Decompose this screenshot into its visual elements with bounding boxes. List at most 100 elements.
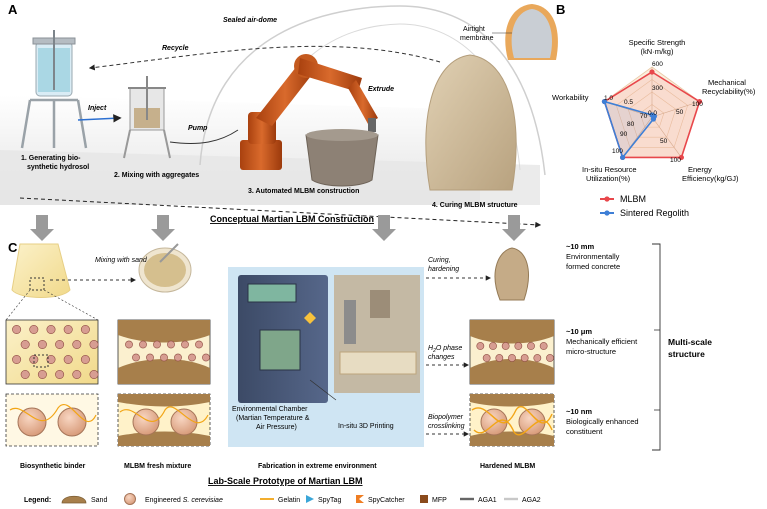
scale-nm-desc-2: constituent bbox=[566, 427, 603, 436]
mixture-cell-6 bbox=[195, 340, 203, 349]
legend-yeast-icon bbox=[124, 493, 136, 505]
robot-arm bbox=[240, 54, 378, 170]
binder-cell-2 bbox=[29, 324, 39, 334]
airtight-membrane-inner bbox=[511, 9, 552, 58]
chamber-label-3: Air Pressure) bbox=[256, 424, 297, 431]
axis-energy-name-2: Efficiency(kg/GJ) bbox=[682, 174, 739, 183]
binder-cell-3 bbox=[46, 324, 56, 334]
panel-b: B Specific Strength (kN·m/kg) Mechanical… bbox=[552, 2, 756, 218]
binder-cell-19 bbox=[72, 369, 82, 379]
extrude-label: Extrude bbox=[368, 86, 394, 93]
binder-tube bbox=[11, 243, 71, 298]
legend-sand-label: Sand bbox=[91, 497, 107, 504]
tick-energy-50: 50 bbox=[660, 138, 668, 145]
h2o-label-1: H2O phase bbox=[428, 345, 462, 354]
hardened-cell-7 bbox=[482, 354, 491, 362]
step-1-label-line1: 1. Generating bio- bbox=[21, 155, 81, 162]
hardened-cell-3 bbox=[501, 342, 510, 350]
scale-nm-desc-1: Biologically enhanced bbox=[566, 417, 639, 426]
panel-b-label: B bbox=[556, 2, 565, 17]
legend-mlbm-label: MLBM bbox=[620, 194, 646, 204]
radar-series-sintered-regolith-point-5 bbox=[601, 98, 608, 105]
legend-regolith-marker bbox=[604, 210, 610, 216]
airtight-label-1: Airtight bbox=[463, 26, 485, 33]
tick-isru-70: 70 bbox=[640, 113, 648, 120]
biopolymer-label-2: crosslinking bbox=[428, 423, 465, 430]
ground-floor bbox=[0, 150, 540, 205]
legend-sand-icon bbox=[61, 495, 87, 504]
panel-a-label: A bbox=[8, 2, 18, 17]
timeline-arrow bbox=[19, 197, 542, 228]
mixer bbox=[123, 76, 171, 159]
hardened-cell-8 bbox=[495, 354, 504, 362]
binder-cell-8 bbox=[55, 339, 65, 349]
binder-cell-5 bbox=[80, 324, 90, 334]
curing-label-1: Curing, bbox=[428, 257, 451, 264]
legend-yeast-label: Engineered S. cerevisiae bbox=[145, 497, 223, 504]
binder-nano-cell-1 bbox=[17, 407, 47, 437]
pump-arrow bbox=[169, 129, 239, 144]
panel-c: C Mixing with sand Biosynthetic binder bbox=[5, 215, 712, 486]
tick-strength-0: 0.0 bbox=[648, 110, 657, 117]
scale-mm-desc-2: formed concrete bbox=[566, 262, 620, 271]
panel-c-label: C bbox=[8, 240, 18, 255]
column-hardened-label: Hardened MLBM bbox=[480, 463, 535, 470]
axis-strength-name-1: Specific Strength bbox=[629, 38, 686, 47]
printed-structure bbox=[305, 134, 379, 187]
radar-chart bbox=[601, 66, 703, 161]
radar-axis-2 bbox=[651, 101, 700, 118]
scale-bracket bbox=[652, 243, 661, 451]
airtight-label-2: membrane bbox=[460, 35, 494, 42]
mixture-cell-4 bbox=[167, 340, 175, 349]
step-1-label-line2: synthetic hydrosol bbox=[27, 164, 89, 171]
mixture-cell-5 bbox=[181, 340, 189, 349]
radar-series-mlbm-point-1 bbox=[649, 69, 655, 75]
radar-series-mlbm-point-2 bbox=[696, 98, 703, 105]
legend-title: Legend: bbox=[24, 497, 51, 504]
inject-arrow bbox=[77, 114, 122, 123]
biopolymer-label-1: Biopolymer bbox=[428, 414, 464, 421]
tick-isru-80: 80 bbox=[627, 121, 635, 128]
binder-cell-12 bbox=[29, 354, 39, 364]
air-dome-outline bbox=[199, 5, 546, 176]
hardened-cell-9 bbox=[508, 354, 516, 362]
step-4-label: 4. Curing MLBM structure bbox=[432, 202, 518, 209]
axis-isru-name-2: Utilization(%) bbox=[586, 174, 631, 183]
mixture-cell-9 bbox=[160, 353, 168, 362]
chamber-window bbox=[259, 329, 301, 371]
legend-mfp-label: MFP bbox=[432, 497, 447, 504]
hardened-cell-11 bbox=[533, 354, 542, 362]
multiscale-label-1: Multi-scale bbox=[668, 337, 712, 347]
mixing-with-sand-label: Mixing with sand bbox=[95, 257, 148, 264]
legend-mfp-icon bbox=[420, 495, 428, 503]
binder-cell-17 bbox=[37, 369, 47, 379]
h2o-label-2: changes bbox=[428, 354, 455, 361]
legend-regolith-label: Sintered Regolith bbox=[620, 208, 689, 218]
legend-aga2-label: AGA2 bbox=[522, 497, 541, 504]
column-fabrication-label: Fabrication in extreme environment bbox=[258, 463, 377, 470]
scale-mm-desc-1: Environmentally bbox=[566, 252, 620, 261]
mixture-cells bbox=[125, 340, 210, 362]
scale-um-size: ~10 μm bbox=[566, 327, 592, 336]
recycle-label: Recycle bbox=[162, 45, 189, 52]
axis-workability-name: Workability bbox=[552, 93, 589, 102]
binder-zoom-box bbox=[29, 277, 45, 291]
binder-cell-7 bbox=[37, 339, 47, 349]
legend-gelatin-label: Gelatin bbox=[278, 497, 300, 504]
mixture-nano-cell-1 bbox=[132, 408, 160, 436]
binder-cell-15 bbox=[80, 354, 90, 364]
pump-label: Pump bbox=[188, 125, 208, 132]
binder-cell-13 bbox=[46, 354, 56, 364]
binder-nano-cell-2 bbox=[57, 407, 87, 437]
scale-mm-size: ~10 mm bbox=[566, 242, 594, 251]
hardened-cell-6 bbox=[539, 342, 548, 350]
mixture-cell-7 bbox=[132, 353, 140, 362]
hardened-cells bbox=[476, 342, 554, 362]
binder-cell-11 bbox=[12, 354, 22, 364]
radar-series-sintered-regolith-point-4 bbox=[620, 154, 626, 161]
curing-label-2: hardening bbox=[428, 266, 459, 273]
tick-strength-300: 300 bbox=[652, 85, 663, 92]
radar-series-mlbm-point-3 bbox=[678, 154, 684, 161]
hardened-cone bbox=[494, 247, 529, 301]
binder-cell-16 bbox=[20, 369, 30, 379]
